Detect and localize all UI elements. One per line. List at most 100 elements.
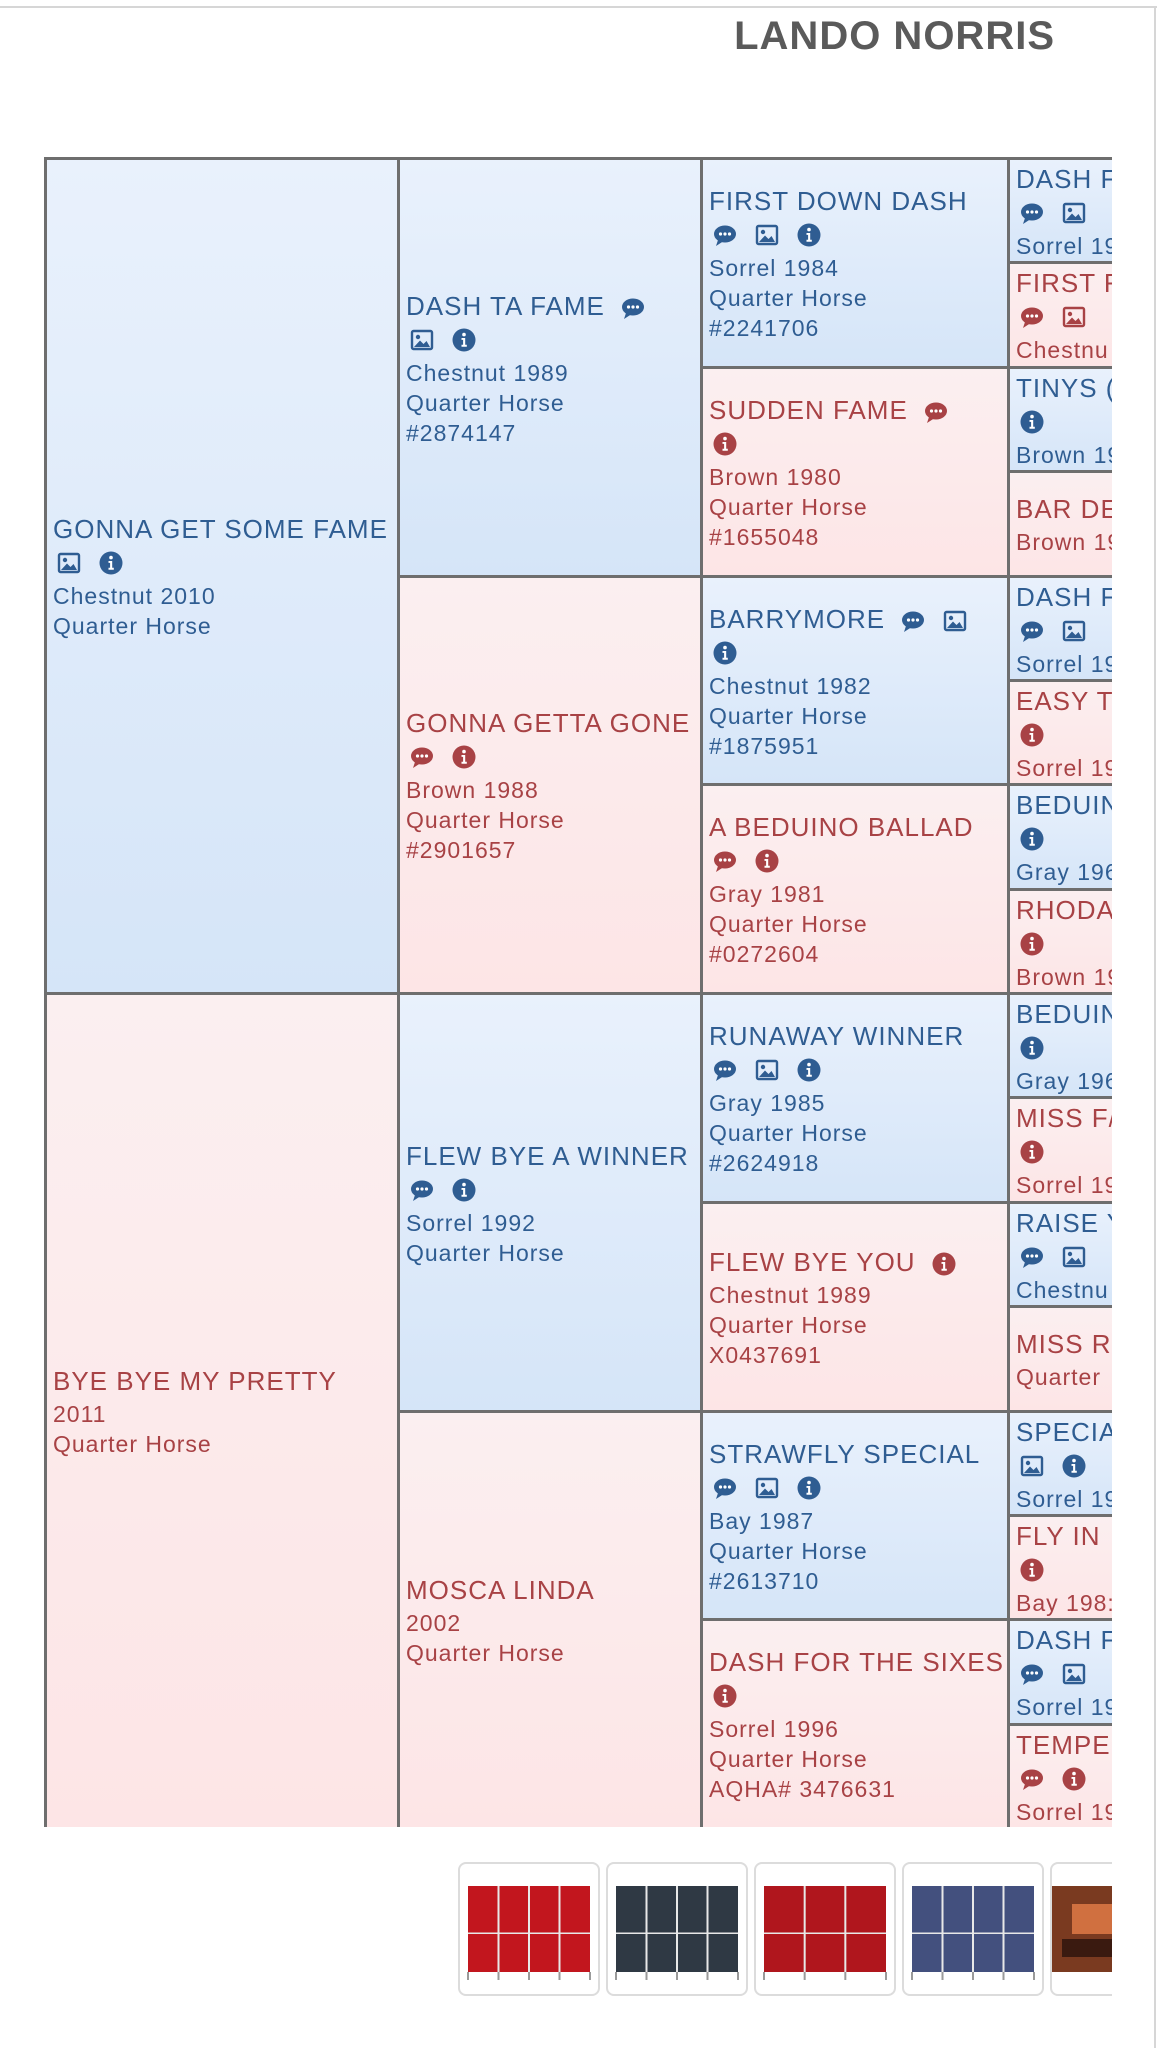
horse-name[interactable]: SPECIA [1016, 1414, 1112, 1450]
pedigree-cell-dam[interactable]: MISS F/Sorrel 19 [1010, 1099, 1112, 1204]
horse-name[interactable]: BAR DE [1016, 491, 1112, 527]
comment-icon[interactable] [1020, 1245, 1044, 1269]
comment-icon[interactable] [924, 400, 948, 424]
comment-icon[interactable] [1020, 1662, 1044, 1686]
product-thumbnail[interactable] [458, 1862, 600, 1996]
comment-icon[interactable] [713, 1476, 737, 1500]
comment-icon[interactable] [410, 1178, 434, 1202]
info-icon[interactable] [1020, 932, 1044, 956]
info-icon[interactable] [1020, 723, 1044, 747]
photo-icon[interactable] [755, 1476, 779, 1500]
info-icon[interactable] [1062, 1454, 1086, 1478]
photo-icon[interactable] [755, 223, 779, 247]
info-icon[interactable] [755, 849, 779, 873]
horse-name[interactable]: RAISE Y [1016, 1205, 1112, 1241]
horse-name[interactable]: EASY T [1016, 683, 1112, 719]
info-icon[interactable] [452, 1178, 476, 1202]
horse-name[interactable]: BYE BYE MY PRETTY [53, 1363, 391, 1399]
comment-icon[interactable] [621, 296, 645, 320]
horse-name[interactable]: GONNA GETTA GONE [406, 705, 694, 741]
info-icon[interactable] [797, 1058, 821, 1082]
horse-name[interactable]: MOSCA LINDA [406, 1572, 694, 1608]
photo-icon[interactable] [1062, 1662, 1086, 1686]
horse-name[interactable]: SUDDEN FAME [709, 392, 1001, 428]
horse-name[interactable]: BEDUIN [1016, 787, 1112, 823]
comment-icon[interactable] [410, 745, 434, 769]
info-icon[interactable] [932, 1252, 956, 1276]
horse-name[interactable]: RUNAWAY WINNER [709, 1018, 1001, 1054]
horse-name[interactable]: BARRYMORE [709, 601, 1001, 637]
horse-name[interactable]: TINYS ( [1016, 370, 1112, 406]
horse-name[interactable]: DASH F [1016, 579, 1112, 615]
photo-icon[interactable] [57, 551, 81, 575]
pedigree-cell-dam[interactable]: FLY IN Bay 198: [1010, 1517, 1112, 1621]
photo-icon[interactable] [755, 1058, 779, 1082]
info-icon[interactable] [1020, 1140, 1044, 1164]
comment-icon[interactable] [901, 609, 925, 633]
product-thumbnail[interactable] [754, 1862, 896, 1996]
info-icon[interactable] [1020, 1558, 1044, 1582]
info-icon[interactable] [713, 432, 737, 456]
horse-name[interactable]: MISS F/ [1016, 1100, 1112, 1136]
horse-name[interactable]: BEDUIN [1016, 996, 1112, 1032]
comment-icon[interactable] [1020, 619, 1044, 643]
horse-name[interactable]: DASH TA FAME [406, 288, 694, 324]
horse-name[interactable]: FLEW BYE YOU [709, 1244, 1001, 1280]
photo-icon[interactable] [1062, 201, 1086, 225]
horse-name[interactable]: FLEW BYE A WINNER [406, 1138, 694, 1174]
info-icon[interactable] [452, 745, 476, 769]
photo-icon[interactable] [410, 328, 434, 352]
comment-icon[interactable] [1020, 201, 1044, 225]
pedigree-cell-sire[interactable]: TINYS (Brown 19 [1010, 369, 1112, 473]
info-icon[interactable] [797, 1476, 821, 1500]
horse-name[interactable]: A BEDUINO BALLAD [709, 809, 1001, 845]
info-icon[interactable] [713, 641, 737, 665]
horse-name[interactable]: FIRST DOWN DASH [709, 183, 1001, 219]
horse-name[interactable]: FIRST F [1016, 265, 1112, 301]
horse-name[interactable]: DASH FOR THE SIXES [709, 1644, 1003, 1680]
info-icon[interactable] [1020, 827, 1044, 851]
horse-name[interactable]: TEMPEI [1016, 1727, 1112, 1763]
info-icon[interactable] [797, 223, 821, 247]
horse-name[interactable]: MISS R( [1016, 1326, 1112, 1362]
comment-icon[interactable] [1020, 305, 1044, 329]
product-thumbnail[interactable] [606, 1862, 748, 1996]
comment-icon[interactable] [713, 223, 737, 247]
info-icon[interactable] [1020, 410, 1044, 434]
product-thumbnail[interactable] [1050, 1862, 1112, 1996]
comment-icon[interactable] [1020, 1767, 1044, 1791]
photo-icon[interactable] [1020, 1454, 1044, 1478]
photo-icon[interactable] [1062, 305, 1086, 329]
pedigree-cell-sire[interactable]: RAISE YChestnu [1010, 1204, 1112, 1308]
horse-name[interactable]: GONNA GET SOME FAME [53, 511, 391, 547]
photo-icon[interactable] [1062, 1245, 1086, 1269]
comment-icon[interactable] [713, 1058, 737, 1082]
info-icon[interactable] [713, 1684, 737, 1708]
pedigree-cell-dam[interactable]: MISS R(Quarter [1010, 1308, 1112, 1413]
info-icon[interactable] [99, 551, 123, 575]
photo-icon[interactable] [943, 609, 967, 633]
horse-name[interactable]: DASH F [1016, 1622, 1112, 1658]
